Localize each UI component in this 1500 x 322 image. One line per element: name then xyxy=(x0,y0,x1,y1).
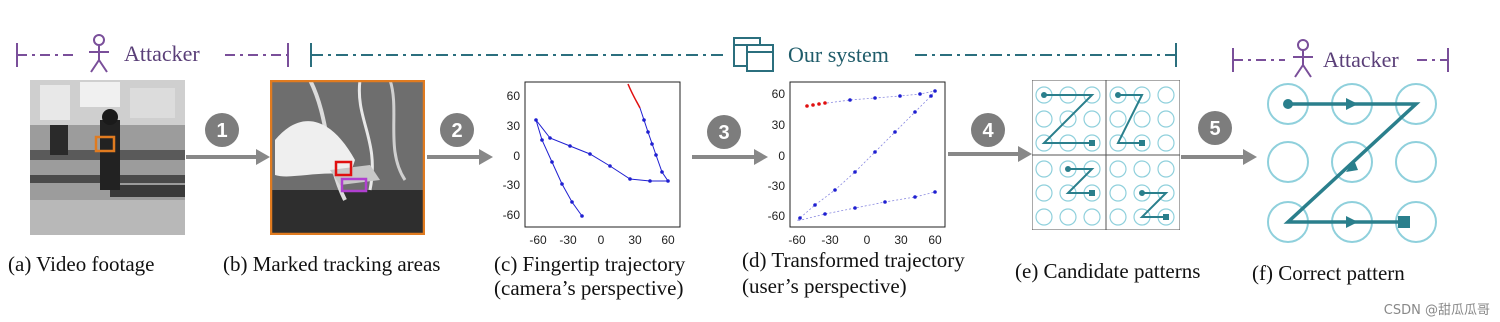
tick-label: 30 xyxy=(894,233,908,247)
caption-transformed-trajectory: (d) Transformed trajectory xyxy=(742,248,965,272)
tick-label: 30 xyxy=(772,118,786,132)
candidate-patterns-grid xyxy=(1032,80,1180,230)
person-icon xyxy=(1293,39,1313,78)
correct-pattern-grid xyxy=(1267,83,1437,243)
caption-correct-pattern: (f) Correct pattern xyxy=(1252,261,1405,285)
caption-candidate-patterns: (e) Candidate patterns xyxy=(1015,259,1201,283)
attacker-label-left: Attacker xyxy=(124,41,200,66)
tick-label: -30 xyxy=(821,233,839,247)
step-arrows: 1 2 3 4 5 xyxy=(186,111,1257,165)
step-number-3: 3 xyxy=(718,122,729,144)
step-number-2: 2 xyxy=(451,120,462,142)
watermark: CSDN @甜瓜瓜哥 xyxy=(1383,303,1490,318)
tick-label: 30 xyxy=(628,233,642,247)
tick-label: -60 xyxy=(529,233,547,247)
tick-label: -30 xyxy=(503,178,521,192)
tick-label: 0 xyxy=(864,233,871,247)
tick-label: 60 xyxy=(661,233,675,247)
tick-label: 0 xyxy=(513,149,520,163)
role-bars xyxy=(16,34,1449,78)
fingertip-trajectory-plot: 60 30 0 -30 -60 -60 -30 0 30 60 xyxy=(503,81,681,247)
tracking-areas-image xyxy=(270,80,425,235)
caption-fingertip-trajectory: (c) Fingertip trajectory xyxy=(494,252,686,276)
step-number-1: 1 xyxy=(216,120,227,142)
person-icon xyxy=(89,34,109,73)
tick-label: -30 xyxy=(559,233,577,247)
step-number-5: 5 xyxy=(1209,118,1220,140)
caption-transformed-trajectory-sub: (user’s perspective) xyxy=(742,274,907,298)
tick-label: -60 xyxy=(788,233,806,247)
tick-label: 0 xyxy=(778,149,785,163)
tick-label: 60 xyxy=(928,233,942,247)
tick-label: 30 xyxy=(507,119,521,133)
caption-fingertip-trajectory-sub: (camera’s perspective) xyxy=(494,276,684,300)
system-bar xyxy=(310,43,1177,67)
step-number-4: 4 xyxy=(982,120,994,142)
tick-label: 60 xyxy=(772,87,786,101)
tick-label: 60 xyxy=(507,89,521,103)
tick-label: 0 xyxy=(598,233,605,247)
tick-label: -30 xyxy=(768,179,786,193)
attacker-bar-left xyxy=(16,43,289,67)
caption-tracking-areas: (b) Marked tracking areas xyxy=(223,252,441,276)
video-footage-image xyxy=(30,80,185,235)
our-system-label: Our system xyxy=(788,42,889,67)
transformed-trajectory-plot: 60 30 0 -30 -60 -60 -30 0 30 60 xyxy=(768,81,946,247)
tick-label: -60 xyxy=(768,209,786,223)
caption-video-footage: (a) Video footage xyxy=(8,252,155,276)
attacker-label-right: Attacker xyxy=(1323,47,1399,72)
attacker-bar-right xyxy=(1232,48,1449,72)
window-stack-icon xyxy=(733,37,774,72)
tick-label: -60 xyxy=(503,208,521,222)
